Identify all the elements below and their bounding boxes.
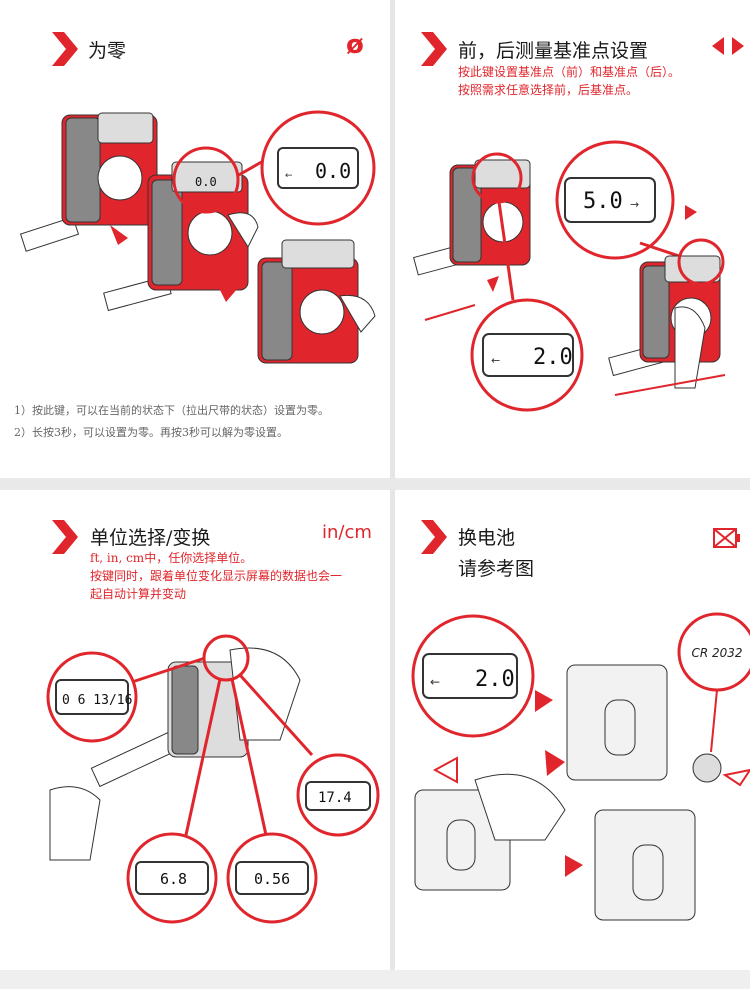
- instruction-line-1: ft, in, cm中，任你选择单位。: [90, 551, 253, 565]
- panel-zero: 为零 ø ← 0.0: [0, 0, 390, 478]
- front-back-arrows-icon: [712, 37, 744, 55]
- horizontal-divider: [0, 478, 750, 490]
- battery-label: CR 2032: [691, 646, 742, 660]
- bottom-strip: [0, 970, 750, 989]
- instruction-line-1: 按此键设置基准点（前）和基准点（后）。: [458, 65, 681, 79]
- svg-text:←: ←: [491, 354, 500, 367]
- tape-measure-3: [257, 239, 376, 364]
- tape-measure-2: [103, 161, 259, 312]
- unit-illustration: 0 6 13/16 17.4 6.8 0.56: [46, 634, 380, 924]
- display-readout-battery: 2.0: [475, 667, 515, 692]
- reference-illustration: 5.0 → ← 2.0: [413, 140, 726, 412]
- svg-text:←: ←: [430, 675, 440, 689]
- panel-title: 换电池: [458, 527, 516, 549]
- display-readout-2: 0.0: [195, 175, 217, 189]
- chevron-right-icon: [52, 520, 78, 554]
- display-readout-cm: 17.4: [318, 790, 352, 806]
- instruction-line-2: 按照需求任意选择前，后基准点。: [458, 83, 639, 97]
- panel-title: 为零: [88, 40, 127, 62]
- chevron-right-icon: [52, 32, 78, 66]
- display-readout-front: 5.0: [583, 189, 623, 214]
- battery-illustration: ← 2.0 CR 2032: [411, 612, 750, 921]
- display-readout-ft: 6.8: [160, 870, 187, 888]
- panel-unit-switch: 单位选择/变换 in/cm ft, in, cm中，任你选择单位。 按键同时，跟…: [0, 490, 390, 970]
- chevron-right-icon: [421, 520, 447, 554]
- panel-reference-point: 前，后测量基准点设置 按此键设置基准点（前）和基准点（后）。 按照需求任意选择前…: [395, 0, 750, 478]
- display-readout-back: 2.0: [533, 345, 573, 370]
- instruction-line-2: 按键同时，跟着单位变化显示屏幕的数据也会一: [90, 569, 343, 583]
- display-readout-m: 0.56: [254, 870, 290, 888]
- panel-title: 前，后测量基准点设置: [458, 40, 649, 62]
- panel-battery: 换电池 请参考图 ← 2.0 CR 2032: [395, 490, 750, 970]
- display-readout-inch-fraction: 0 6 13/16: [62, 693, 132, 708]
- instruction-line-2: 2）长按3秒，可以设置为零。再按3秒可以解为零设置。: [14, 426, 288, 439]
- unit-symbol: in/cm: [322, 522, 372, 543]
- display-readout-1: 0.0: [315, 159, 351, 183]
- chevron-right-icon: [421, 32, 447, 66]
- tape-measure-1: [19, 112, 158, 252]
- zero-illustration: ← 0.0 0.0: [19, 110, 376, 364]
- zero-symbol-icon: ø: [346, 30, 364, 60]
- instruction-line-1: 1）按此键，可以在当前的状态下（拉出尺带的状态）设置为零。: [14, 404, 329, 417]
- vertical-divider: [390, 0, 395, 989]
- svg-text:→: →: [630, 198, 639, 211]
- panel-title: 单位选择/变换: [90, 527, 211, 549]
- panel-subtitle: 请参考图: [458, 558, 535, 580]
- battery-crossed-icon: [713, 528, 740, 548]
- instruction-line-3: 起自动计算并变动: [90, 587, 187, 601]
- svg-text:←: ←: [285, 171, 293, 181]
